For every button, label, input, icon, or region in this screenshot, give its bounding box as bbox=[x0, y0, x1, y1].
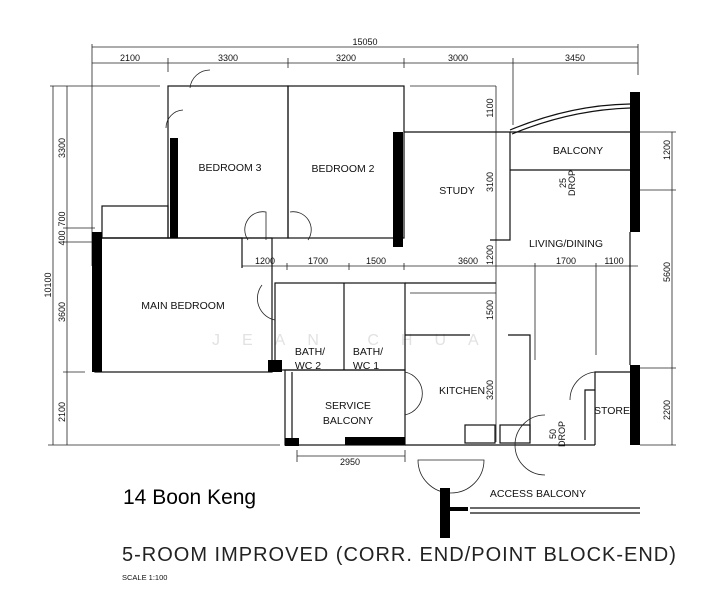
dim-inner-vertical: 1200 bbox=[485, 245, 495, 265]
room-service-balcony-line2: BALCONY bbox=[323, 415, 373, 427]
dim-left: 3300 bbox=[57, 138, 67, 158]
walls bbox=[94, 85, 640, 514]
dim-right: 5600 bbox=[662, 262, 672, 282]
room-bath-wc-2-line2: WC 2 bbox=[295, 360, 321, 372]
dim-top: 3450 bbox=[565, 53, 585, 63]
room-access-balcony: ACCESS BALCONY bbox=[490, 488, 586, 500]
dim-service-width: 2950 bbox=[340, 457, 360, 467]
room-balcony: BALCONY bbox=[553, 145, 603, 157]
dim-overall: 15050 bbox=[352, 37, 377, 47]
dim-middle: 1700 bbox=[556, 256, 576, 266]
dim-left: 2100 bbox=[57, 402, 67, 422]
room-living-dining: LIVING/DINING bbox=[529, 238, 603, 250]
dim-left-total: 10100 bbox=[43, 272, 53, 297]
dim-top: 3200 bbox=[336, 53, 356, 63]
dim-inner-vertical: 3100 bbox=[485, 172, 495, 192]
scale-label: SCALE 1:100 bbox=[122, 573, 167, 582]
dim-middle: 1200 bbox=[255, 256, 275, 266]
dimension-lines bbox=[48, 44, 676, 462]
dim-left: 700 bbox=[57, 211, 67, 226]
drop-25-label: DROP bbox=[567, 170, 577, 196]
room-labels: BEDROOM 3 BEDROOM 2 STUDY BALCONY LIVING… bbox=[141, 145, 630, 500]
address-label: 14 Boon Keng bbox=[123, 486, 256, 509]
room-bath-wc-2-line1: BATH/ bbox=[295, 346, 325, 358]
room-service-balcony-line1: SERVICE bbox=[325, 400, 371, 412]
dim-middle: 1500 bbox=[366, 256, 386, 266]
dim-middle: 1700 bbox=[308, 256, 328, 266]
plan-title: 5-ROOM IMPROVED (CORR. END/POINT BLOCK-E… bbox=[122, 544, 677, 566]
room-bath-wc-1-line1: BATH/ bbox=[353, 346, 383, 358]
dim-top: 3000 bbox=[448, 53, 468, 63]
dim-top: 3300 bbox=[218, 53, 238, 63]
room-bedroom-3: BEDROOM 3 bbox=[198, 162, 261, 174]
dim-left: 3600 bbox=[57, 302, 67, 322]
room-bath-wc-1-line2: WC 1 bbox=[353, 360, 379, 372]
dim-middle: 1100 bbox=[604, 256, 623, 266]
drop-50-label: DROP bbox=[557, 421, 567, 447]
room-store: STORE bbox=[594, 405, 630, 417]
drop-notes: 25 DROP 50 DROP bbox=[548, 170, 577, 447]
dim-left: 400 bbox=[57, 230, 67, 245]
door-swings bbox=[165, 69, 596, 494]
drop-50-value: 50 bbox=[548, 429, 558, 439]
room-bedroom-2: BEDROOM 2 bbox=[311, 163, 374, 175]
structural-columns bbox=[92, 92, 640, 538]
dim-middle: 3600 bbox=[458, 256, 478, 266]
dim-top: 2100 bbox=[120, 53, 140, 63]
room-main-bedroom: MAIN BEDROOM bbox=[141, 300, 224, 312]
dim-right: 2200 bbox=[662, 400, 672, 420]
dimension-labels: 15050 2100 3300 3200 3000 3450 1200 1700… bbox=[43, 37, 672, 467]
dim-inner-vertical: 3200 bbox=[485, 380, 495, 400]
room-kitchen: KITCHEN bbox=[439, 385, 485, 397]
dim-right: 1200 bbox=[662, 140, 672, 160]
watermark: JEAN CHUA bbox=[212, 332, 501, 349]
dim-inner-vertical: 1100 bbox=[485, 98, 495, 117]
drop-25-value: 25 bbox=[558, 178, 568, 188]
dim-inner-vertical: 1500 bbox=[485, 300, 495, 320]
room-study: STUDY bbox=[439, 185, 475, 197]
